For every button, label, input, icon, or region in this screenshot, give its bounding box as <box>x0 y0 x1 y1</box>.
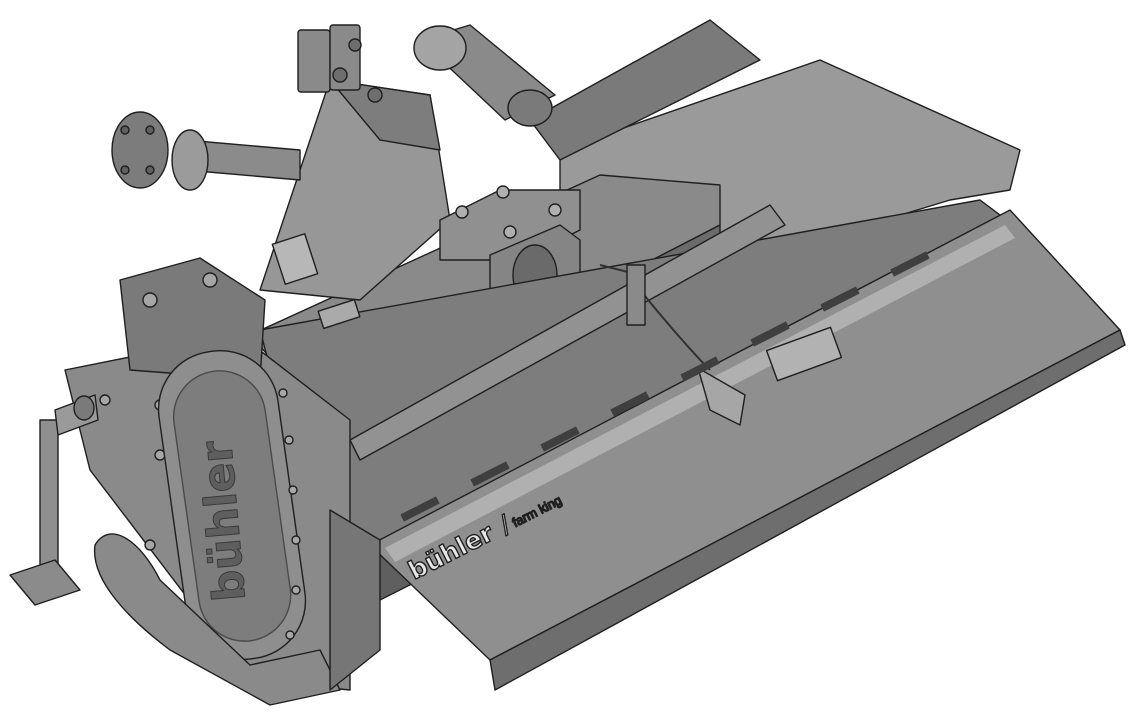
top-link-bracket <box>297 24 383 103</box>
side-plate-back <box>119 257 266 381</box>
flap-decal <box>765 326 843 382</box>
chain-post <box>626 264 646 326</box>
tine-slots <box>400 251 930 522</box>
rear-flap-highlight <box>385 225 1015 562</box>
rear-flap-edge <box>489 329 1126 691</box>
side-plate-right-edge <box>329 509 381 691</box>
hitch-tower-side <box>329 79 441 151</box>
skid-shoe <box>93 533 341 706</box>
hitch-plate-decal <box>271 233 319 285</box>
gear-cover-bolts <box>278 388 301 640</box>
parking-stand <box>9 394 99 606</box>
gear-drive-cover-inner <box>172 370 292 642</box>
chain-bracket <box>697 367 746 426</box>
pto-driveshaft <box>111 111 301 191</box>
housing-decal <box>317 298 361 330</box>
hydraulic-cylinder <box>413 24 556 127</box>
rear-hood-ridge <box>529 19 761 161</box>
